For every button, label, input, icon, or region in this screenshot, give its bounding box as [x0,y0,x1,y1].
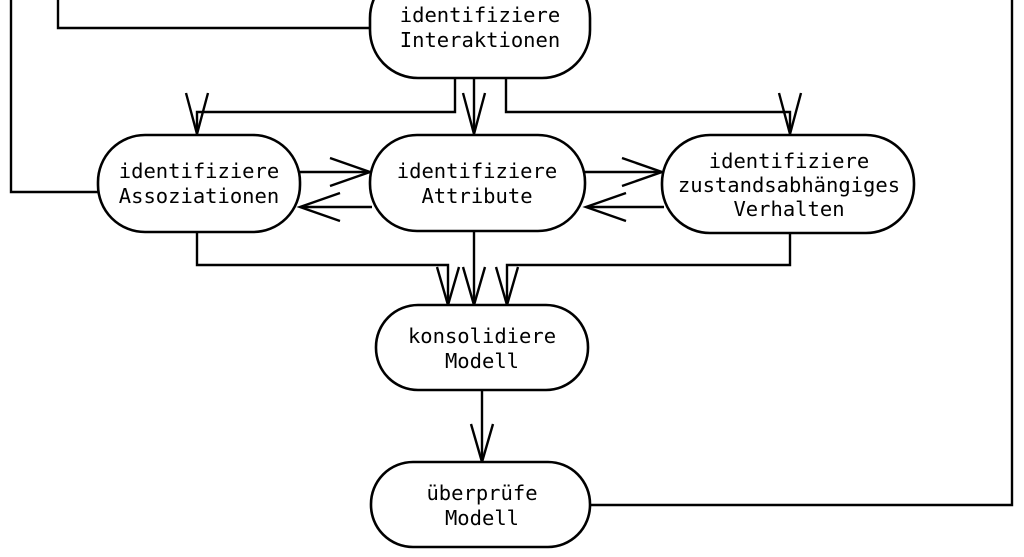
node-label-zustandsverhalten-line3: Verhalten [733,197,844,221]
node-label-interaktionen-line1: identifiziere [400,3,560,27]
node-label-attribute-line2: Attribute [421,184,532,208]
node-identifiziere-zustandsabhaengiges-verhalten[interactable]: identifiziere zustandsabhängiges Verhalt… [660,133,916,235]
node-shape-assoziationen [96,133,302,234]
edge-zustandsverhalten-to-konsolidiere [505,233,792,304]
node-label-attribute-line1: identifiziere [397,159,557,183]
node-ueberpruefe-modell[interactable]: überprüfe Modell [369,460,592,549]
node-label-assoziationen-line2: Assoziationen [119,184,279,208]
node-layer: identifiziere Interaktionen identifizier… [96,0,916,549]
node-shape-zustandsverhalten [660,133,916,235]
node-shape-interaktionen [368,0,592,80]
node-identifiziere-assoziationen[interactable]: identifiziere Assoziationen [96,133,302,234]
node-konsolidiere-modell[interactable]: konsolidiere Modell [374,303,590,392]
node-label-konsolidiere-line2: Modell [445,349,519,373]
edge-assoziationen-feedback-left [9,0,100,194]
node-identifiziere-interaktionen[interactable]: identifiziere Interaktionen [368,0,592,80]
node-label-ueberpruefe-line2: Modell [445,506,519,530]
arrowhead-zustandsverhalten-to-attribute [582,191,627,223]
node-label-ueberpruefe-line1: überprüfe [426,481,537,505]
node-label-zustandsverhalten-line1: identifiziere [709,149,869,173]
node-label-assoziationen-line1: identifiziere [119,159,279,183]
node-shape-attribute [368,133,587,233]
node-identifiziere-attribute[interactable]: identifiziere Attribute [368,133,587,233]
node-label-zustandsverhalten-line2: zustandsabhängiges [678,173,900,197]
node-shape-konsolidiere [374,303,590,392]
node-label-konsolidiere-line1: konsolidiere [408,324,556,348]
edge-interaktionen-feedback-left [56,0,370,30]
edge-interaktionen-to-assoziationen [195,78,457,133]
edge-ueberpruefe-feedback-right [590,0,1014,507]
node-shape-ueberpruefe [369,460,592,549]
edge-interaktionen-to-zustandsverhalten [504,78,792,133]
arrowhead-attribute-to-assoziationen [296,191,341,223]
edge-layer [9,0,1014,507]
node-label-interaktionen-line2: Interaktionen [400,28,560,52]
edge-assoziationen-to-konsolidiere [195,233,450,304]
